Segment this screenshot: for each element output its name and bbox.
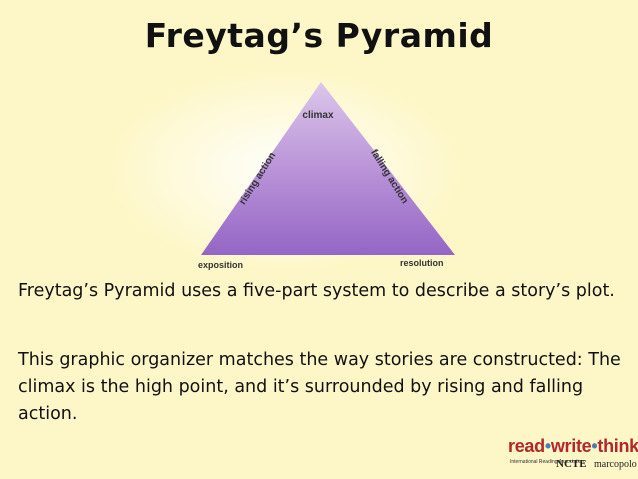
- pyramid-triangle: [201, 82, 455, 255]
- logo-write: write: [550, 436, 592, 456]
- logo-wordmark: read•write•think: [508, 436, 638, 457]
- ncte-logo: NCTE: [556, 458, 587, 470]
- readwritethink-logo: read•write•think International Reading A…: [508, 436, 638, 476]
- climax-label: climax: [302, 110, 334, 121]
- logo-think: think: [597, 436, 638, 456]
- logo-dot-1: •: [544, 436, 551, 456]
- ira-logo: International Reading Association: [510, 459, 585, 465]
- pyramid-svg: climax rising action falling action expo…: [110, 70, 460, 270]
- exposition-label: exposition: [198, 260, 243, 270]
- resolution-label: resolution: [400, 258, 444, 268]
- logo-partners: International Reading Association NCTE m…: [510, 458, 637, 472]
- logo-dot-2: •: [591, 436, 598, 456]
- intro-paragraph: Freytag’s Pyramid uses a five-part syste…: [18, 281, 615, 301]
- marcopolo-logo: marcopolo: [594, 459, 637, 470]
- logo-read: read: [508, 436, 545, 456]
- explanation-paragraph: This graphic organizer matches the way s…: [18, 350, 621, 424]
- freytag-pyramid-diagram: climax rising action falling action expo…: [110, 70, 460, 270]
- slide-title: Freytag’s Pyramid: [144, 16, 494, 55]
